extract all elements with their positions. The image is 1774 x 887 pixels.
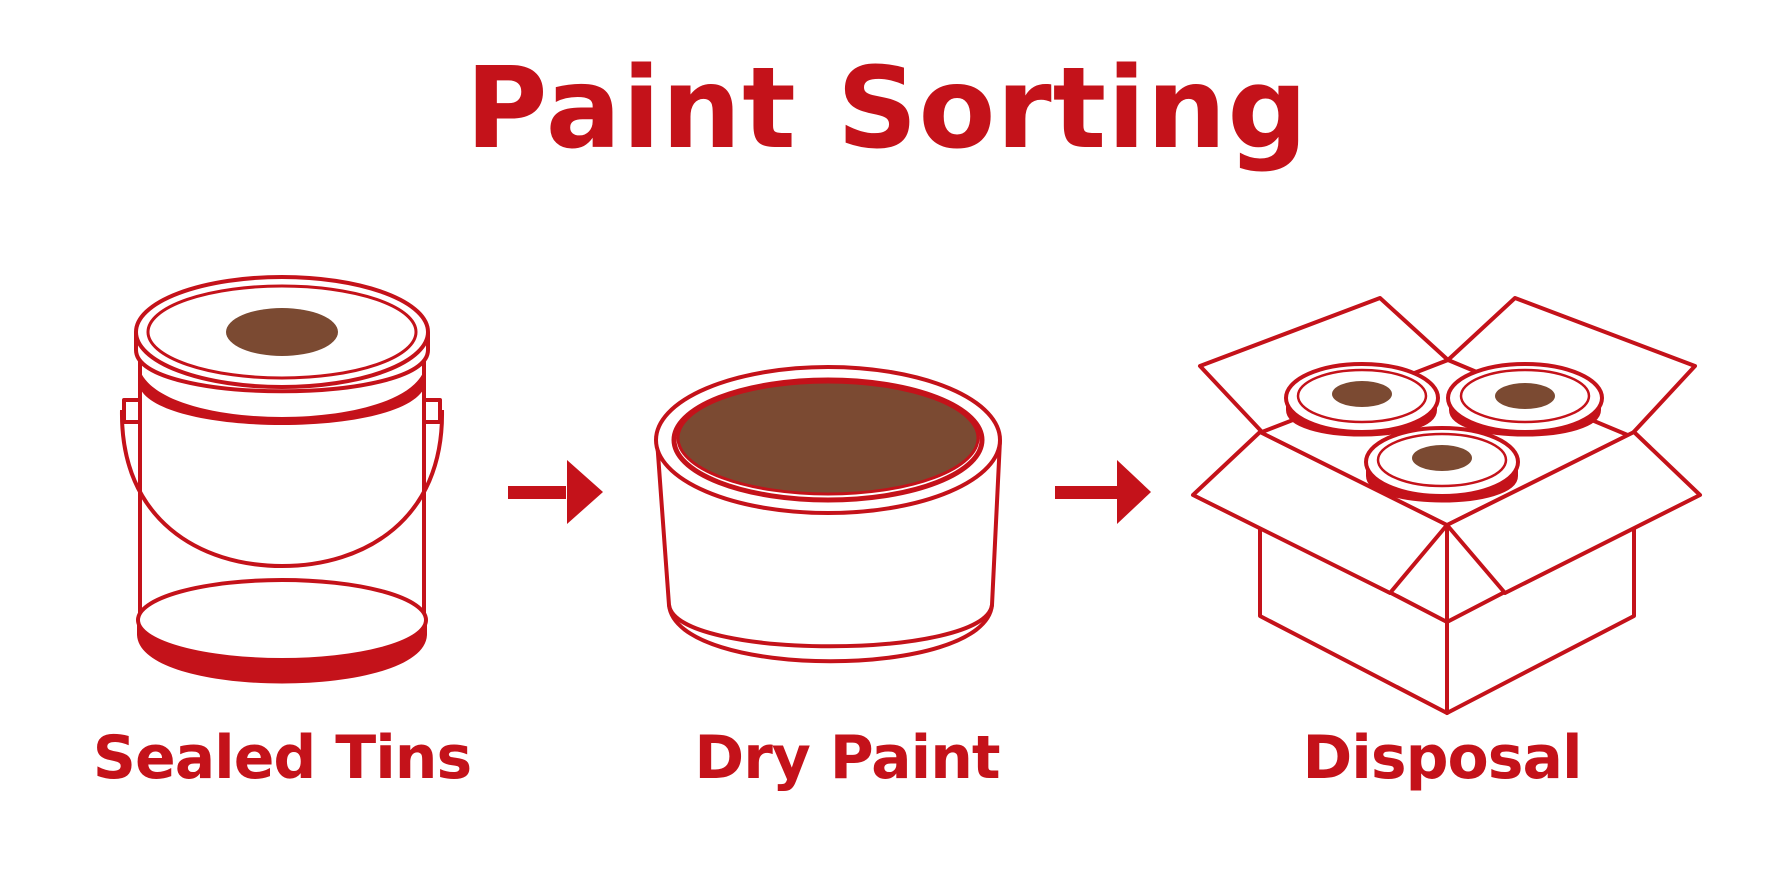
- arrow-right-icon: [508, 460, 603, 524]
- step-label-disposal: Disposal: [1302, 723, 1582, 793]
- arrow-right-icon: [1055, 460, 1151, 524]
- step-label-dry-paint: Dry Paint: [694, 723, 1000, 793]
- step-label-sealed-tins: Sealed Tins: [92, 723, 472, 793]
- page-title: Paint Sorting: [465, 44, 1309, 174]
- paint-tin-icon: [119, 275, 445, 684]
- stacked-tins-icon: [1284, 362, 1604, 503]
- disposal-box-icon: [1191, 296, 1702, 715]
- dry-paint-bowl-icon: [654, 365, 1002, 664]
